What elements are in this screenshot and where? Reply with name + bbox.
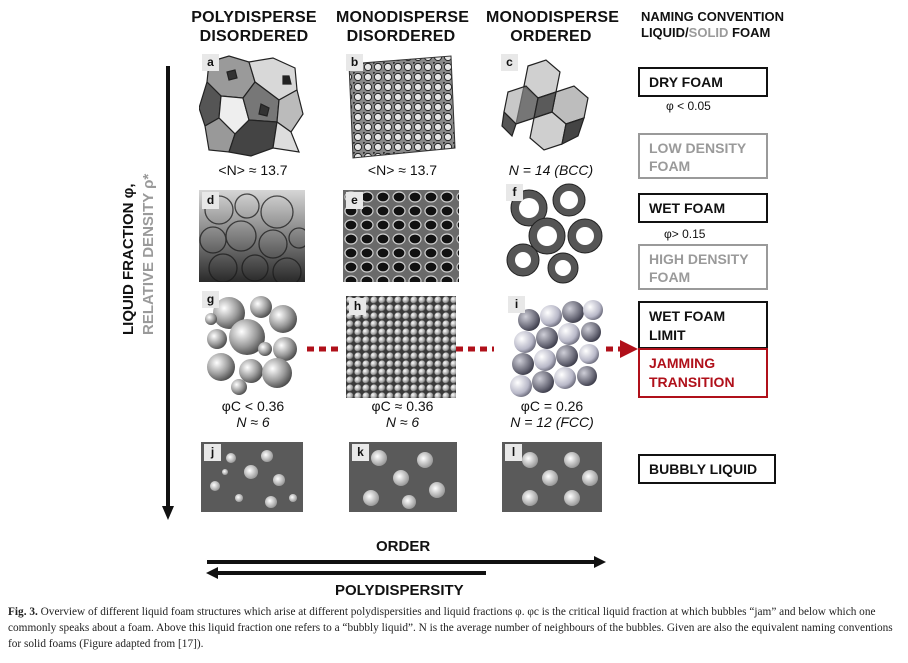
bubbly-liquid-label: BUBBLY LIQUID [649,461,758,477]
panel-label-h: h [349,298,366,315]
column-header-polydisperse-disordered: POLYDISPERSE DISORDERED [190,8,318,46]
dry-foam-threshold: φ < 0.05 [666,99,711,113]
naming-convention-header: NAMING CONVENTION LIQUID/SOLID FOAM [641,9,811,41]
panel-label-f: f [506,184,523,201]
panel-k-monodisperse-bubbly-liquid: k [349,442,457,512]
wet-foam-threshold: φ> 0.15 [664,227,706,241]
high-density-label-line2: FOAM [649,269,691,285]
panel-label-b: b [346,54,363,71]
low-density-label-line1: LOW DENSITY [649,140,747,156]
caption-g-neighbours: N ≈ 6 [236,414,270,430]
caption-g: φC < 0.36 N ≈ 6 [198,398,308,430]
panel-label-c: c [501,54,518,71]
panel-label-g: g [202,291,219,308]
caption-b-neighbours: <N> ≈ 13.7 [367,162,438,178]
figure-caption-label: Fig. 3. [8,606,38,618]
column-header-line: POLYDISPERSE [191,9,317,26]
low-density-label-line2: FOAM [649,158,691,174]
caption-i: φC = 0.26 N = 12 (FCC) [494,398,610,430]
column-header-line: ORDERED [510,28,592,45]
wet-foam-limit-line1: WET FOAM [649,308,726,324]
wet-foam-limit-line2: LIMIT [649,327,686,343]
caption-h-critical-fraction: φC ≈ 0.36 [371,398,434,414]
figure-caption: Fig. 3. Overview of different liquid foa… [8,604,900,652]
naming-foam: FOAM [728,25,771,40]
column-header-line: MONODISPERSE [336,9,470,26]
jamming-transition-box: JAMMING TRANSITION [638,348,768,398]
wet-foam-box: WET FOAM [638,193,768,223]
caption-h: φC ≈ 0.36 N ≈ 6 [345,398,460,430]
polydisperse-bubbly-image [210,450,297,508]
bubbly-liquid-box: BUBBLY LIQUID [638,454,776,484]
naming-header-line: NAMING CONVENTION [641,9,784,24]
panel-b-monodisperse-disordered-dry-foam: b [343,52,459,162]
polydisperse-spheres-image [199,289,305,397]
panel-label-j: j [204,444,221,461]
panel-g-polydisperse-jammed-spheres: g [199,289,305,397]
bcc-kelvin-foam-image [498,52,603,162]
caption-a-neighbours: <N> ≈ 13.7 [218,162,288,178]
caption-h-neighbours: N ≈ 6 [385,414,420,430]
ordered-bubbly-image [522,452,598,506]
figure-caption-text: Overview of different liquid foam struct… [8,606,893,650]
monodisperse-dry-foam-image [348,55,456,159]
caption-i-critical-fraction: φC = 0.26 [520,398,584,414]
panel-label-a: a [202,54,219,71]
naming-solid: SOLID [688,25,729,40]
naming-liquid: LIQUID/ [641,25,689,40]
high-density-foam-box: HIGH DENSITY FOAM [638,244,768,290]
panel-h-monodisperse-jammed-spheres: h [346,296,456,398]
order-arrow-head [594,556,606,568]
panel-l-ordered-bubbly-liquid: l [502,442,602,512]
panel-label-k: k [352,444,369,461]
dry-foam-box: DRY FOAM [638,67,768,97]
vertical-axis-label-relative-density: RELATIVE DENSITY ρ* [140,173,157,335]
panel-f-monodisperse-ordered-wet-foam: f [503,182,603,284]
caption-c-neighbours: N = 14 (BCC) [508,162,594,178]
vertical-axis-arrowhead [162,506,174,520]
polydispersity-label: POLYDISPERSITY [335,582,464,599]
panel-e-monodisperse-disordered-wet-foam: e [343,190,459,282]
caption-g-critical-fraction: φC < 0.36 [221,398,285,414]
panel-c-monodisperse-ordered-dry-foam: c [498,52,603,162]
low-density-foam-box: LOW DENSITY FOAM [638,133,768,179]
red-arrowhead [620,340,638,358]
column-header-line: DISORDERED [346,28,456,45]
column-header-line: DISORDERED [199,28,309,45]
panel-label-l: l [505,444,522,461]
panel-label-i: i [508,296,525,313]
panel-j-polydisperse-bubbly-liquid: j [201,442,303,512]
dry-foam-label: DRY FOAM [649,74,723,90]
jamming-line1: JAMMING [649,355,716,371]
polydispersity-arrow-head [206,567,218,579]
jamming-line2: TRANSITION [649,374,735,390]
panel-label-e: e [346,192,363,209]
order-label: ORDER [376,538,431,555]
vertical-axis-label-liquid-fraction: LIQUID FRACTION φ, [120,183,137,335]
panel-a-polydisperse-dry-foam: a [199,52,305,160]
monodisperse-bubbly-image [363,450,445,509]
wet-foam-label: WET FOAM [649,200,726,216]
panel-label-d: d [202,192,219,209]
caption-i-neighbours: N = 12 (FCC) [510,414,594,430]
column-header-monodisperse-disordered: MONODISPERSE DISORDERED [336,8,470,46]
column-header-monodisperse-ordered: MONODISPERSE ORDERED [486,8,620,46]
high-density-label-line1: HIGH DENSITY [649,251,749,267]
column-header-line: MONODISPERSE [486,9,620,26]
fcc-spheres-image [505,294,603,398]
naming-header-line: LIQUID/SOLID FOAM [641,25,811,41]
wet-foam-limit-box: WET FOAM LIMIT [638,301,768,349]
panel-i-fcc-spheres: i [505,294,603,398]
panel-d-polydisperse-wet-foam: d [199,190,305,282]
